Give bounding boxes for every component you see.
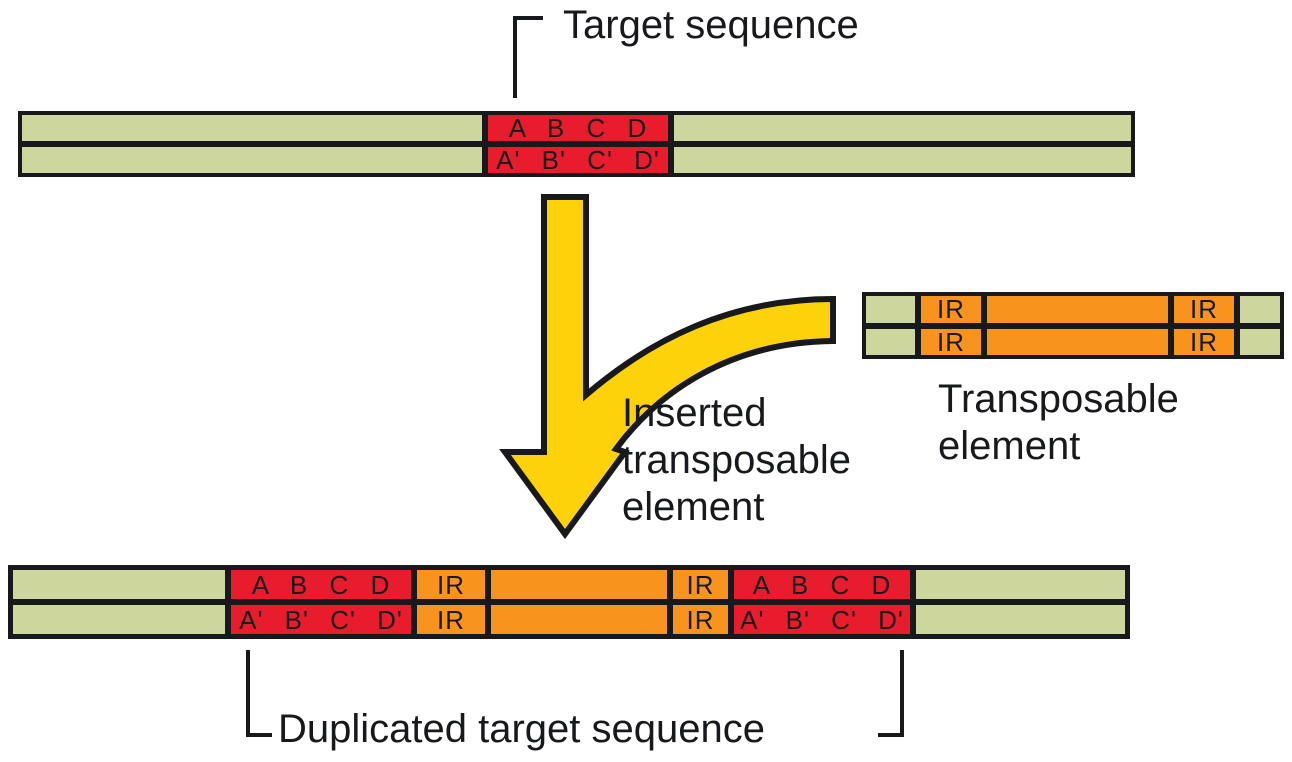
dna-segment [1240,328,1280,355]
duplicated-target-segment: A B C D [734,570,910,599]
inserted-label-line1: Inserted [622,391,767,435]
duplicated-target-segment: A' B' C' D' [734,605,910,634]
transposable-element-label-line2: element [938,424,1081,468]
dna-segment [13,605,225,634]
dna-segment [22,147,482,173]
target-sequence-segment: A B C D [488,115,668,141]
target-label-connector [513,16,543,98]
inverted-repeat-segment: IR [673,570,728,599]
dna-segment [22,115,482,141]
transposable-element-strand: IR IR IR IR [862,292,1284,359]
transposon-body-segment [491,570,667,599]
dna-segment [674,115,1131,141]
dna-segment [866,328,915,355]
inserted-label-line2: transposable [622,438,852,482]
duplicated-label-connector-right [878,650,904,737]
dna-segment [916,605,1125,634]
dna-segment [674,147,1131,173]
duplicated-target-segment: A' B' C' D' [231,605,411,634]
transposon-body-segment [987,328,1168,355]
duplicated-target-sequence-label: Duplicated target sequence [278,707,765,751]
inverted-repeat-segment: IR [417,605,485,634]
inserted-label-line3: element [622,485,765,529]
inverted-repeat-segment: IR [417,570,485,599]
original-dna-strand: A B C D A' B' C' D' [18,111,1135,177]
transposable-element-label-line1: Transposable [938,377,1179,421]
inserted-transposable-element-label: Inserted transposable element [622,390,851,531]
duplicated-target-segment: A B C D [231,570,411,599]
inverted-repeat-segment: IR [1174,328,1234,355]
transposable-element-label: Transposable element [938,376,1179,470]
recombinant-dna-strand: A B C D IR IR A B C D A' B' C' D' IR IR … [8,565,1130,639]
transposon-body-segment [987,296,1168,323]
inverted-repeat-segment: IR [921,296,981,323]
inverted-repeat-segment: IR [1174,296,1234,323]
inverted-repeat-segment: IR [921,328,981,355]
dna-segment [866,296,915,323]
target-sequence-label: Target sequence [563,3,859,47]
target-sequence-segment: A' B' C' D' [488,147,668,173]
dna-segment [1240,296,1280,323]
transposon-body-segment [491,605,667,634]
inverted-repeat-segment: IR [673,605,728,634]
duplicated-label-connector-left [246,650,272,737]
dna-segment [916,570,1125,599]
dna-segment [13,570,225,599]
